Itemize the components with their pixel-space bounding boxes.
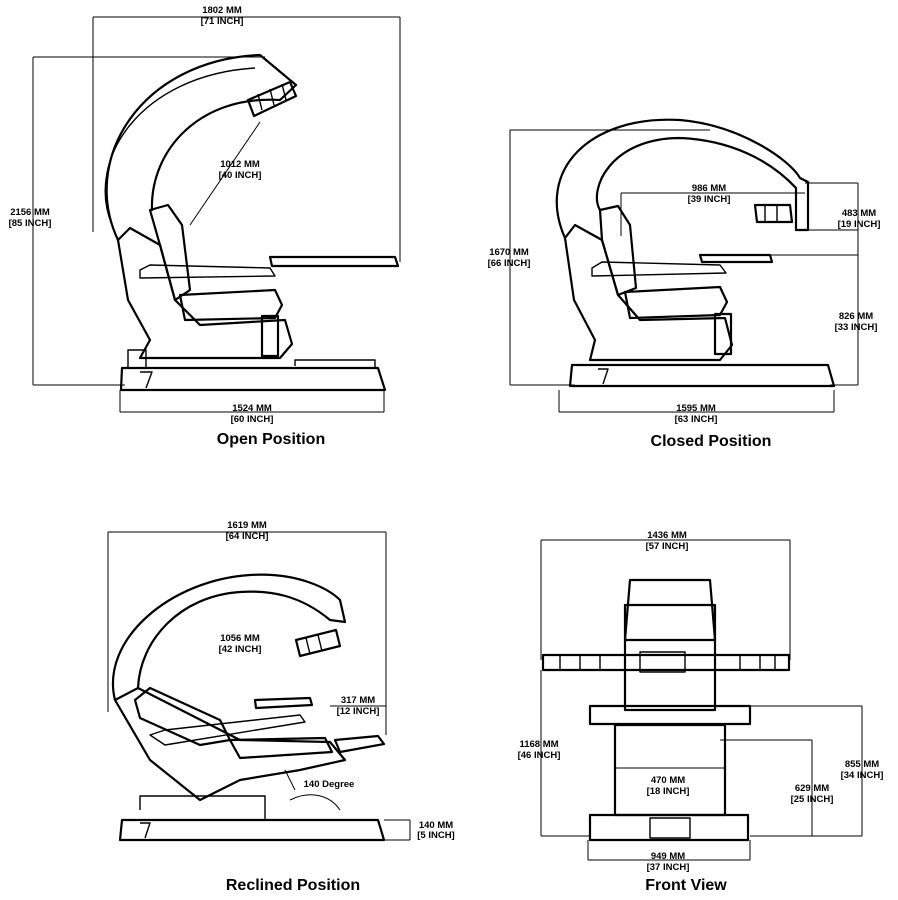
open-position-view (32, 16, 401, 413)
dimension-labels: 1802 MM [71 INCH] 2156 MM [85 INCH] 1012… (9, 5, 884, 873)
open-width-mm: 1802 MM (202, 5, 242, 16)
reclined-lift-mm: 140 MM (419, 820, 453, 831)
closed-desk (698, 253, 774, 264)
closed-seat-shell (563, 223, 734, 362)
closed-seat-cushion (623, 285, 729, 320)
front-base (588, 813, 750, 842)
closed-monitor-mm: 483 MM (842, 208, 876, 219)
open-base-mm: 1524 MM (232, 403, 272, 414)
front-dimension-lines (540, 539, 863, 861)
open-desk (268, 255, 400, 268)
front-base-mm: 949 MM (651, 851, 685, 862)
closed-height-mm: 1670 MM (489, 247, 529, 258)
open-monitor-mount (246, 80, 298, 118)
open-height-mm: 2156 MM (10, 207, 50, 218)
front-seat-height-mm: 629 MM (795, 783, 829, 794)
open-dimension-lines (32, 16, 401, 413)
reclined-arch (112, 573, 347, 702)
front-seat-height-inch: [25 INCH] (791, 794, 834, 805)
closed-position-view (509, 118, 859, 413)
closed-arch (555, 118, 810, 240)
closed-base-mm: 1595 MM (676, 403, 716, 414)
front-total-mm: 855 MM (845, 759, 879, 770)
closed-reach-inch: [39 INCH] (688, 194, 731, 205)
front-desk-mm: 1168 MM (519, 739, 558, 750)
reclined-legrest (333, 734, 386, 754)
front-headrest (623, 578, 717, 642)
front-desk-inch: [46 INCH] (518, 750, 561, 761)
reclined-position-view (107, 531, 411, 842)
front-base-inch: [37 INCH] (647, 862, 690, 873)
front-seat-inch: [18 INCH] (647, 786, 690, 797)
reclined-reach-inch: [42 INCH] (219, 644, 262, 655)
reclined-seat-shell (113, 686, 347, 802)
open-width-inch: [71 INCH] (201, 16, 244, 27)
open-arch (105, 53, 298, 242)
front-total-inch: [34 INCH] (841, 770, 884, 781)
front-desk (588, 704, 752, 726)
reclined-monitor-mount (294, 628, 342, 658)
closed-desk-mm: 826 MM (839, 311, 873, 322)
closed-backrest (598, 204, 638, 297)
reclined-dimension-lines (107, 531, 411, 841)
front-width-mm: 1436 MM (647, 530, 687, 541)
closed-reach-mm: 986 MM (692, 183, 726, 194)
closed-base (568, 363, 836, 388)
closed-dimension-lines (509, 129, 859, 413)
open-reach-inch: [40 INCH] (219, 170, 262, 181)
reclined-tray-mm: 317 MM (341, 695, 375, 706)
reclined-width-mm: 1619 MM (227, 520, 267, 531)
closed-position-caption: Closed Position (651, 433, 772, 450)
front-view-caption: Front View (645, 877, 727, 894)
reclined-angle-label: 140 Degree (304, 779, 355, 790)
front-seat-mm: 470 MM (651, 775, 685, 786)
open-base-inch: [60 INCH] (231, 414, 274, 425)
front-view (540, 539, 863, 861)
closed-height-inch: [66 INCH] (488, 258, 531, 269)
front-backrest (623, 603, 717, 712)
open-backrest (148, 203, 192, 302)
open-base (119, 366, 387, 392)
view-captions: Open Position Closed Position Reclined P… (217, 431, 772, 894)
front-width-inch: [57 INCH] (646, 541, 689, 552)
reclined-width-inch: [64 INCH] (226, 531, 269, 542)
front-arch-beam (541, 653, 791, 672)
reclined-tray-inch: [12 INCH] (337, 706, 380, 717)
open-legrest (260, 314, 280, 358)
open-height-inch: [85 INCH] (9, 218, 52, 229)
reclined-reach-mm: 1056 MM (220, 633, 260, 644)
closed-desk-inch: [33 INCH] (835, 322, 878, 333)
open-seat-cushion (178, 288, 284, 322)
reclined-position-caption: Reclined Position (226, 877, 360, 894)
closed-monitor-inch: [19 INCH] (838, 219, 881, 230)
front-seat (613, 723, 727, 817)
open-position-caption: Open Position (217, 431, 325, 448)
reclined-base (118, 818, 386, 842)
open-reach-mm: 1012 MM (220, 159, 260, 170)
reclined-desk (253, 696, 314, 710)
closed-base-inch: [63 INCH] (675, 414, 718, 425)
closed-legrest (713, 312, 733, 356)
reclined-lift-inch: [5 INCH] (417, 830, 454, 841)
closed-monitor-mount (753, 203, 794, 224)
reclined-seat-cushion (228, 736, 334, 760)
